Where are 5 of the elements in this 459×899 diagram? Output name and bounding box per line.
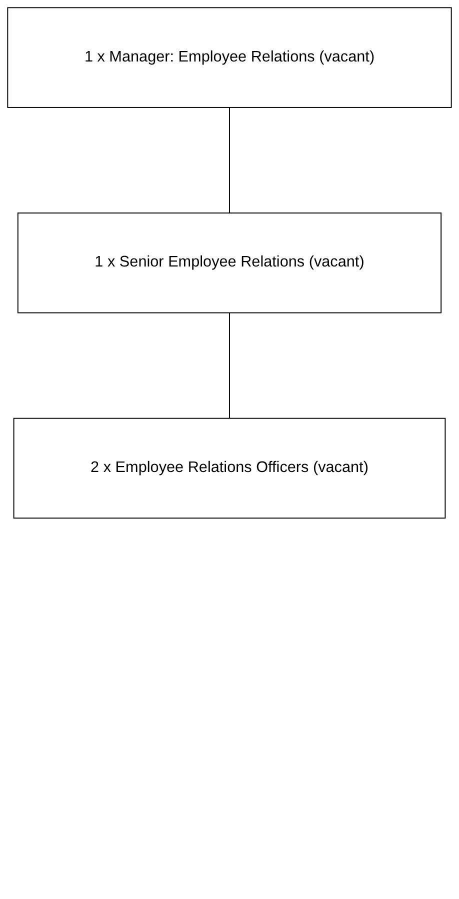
connector <box>229 312 230 419</box>
connector <box>229 106 230 214</box>
node-box: 1 x Manager: Employee Relations (vacant) <box>7 7 452 108</box>
node-box: 2 x Employee Relations Officers (vacant) <box>13 418 446 519</box>
node-box: 1 x Senior Employee Relations (vacant) <box>17 212 442 314</box>
